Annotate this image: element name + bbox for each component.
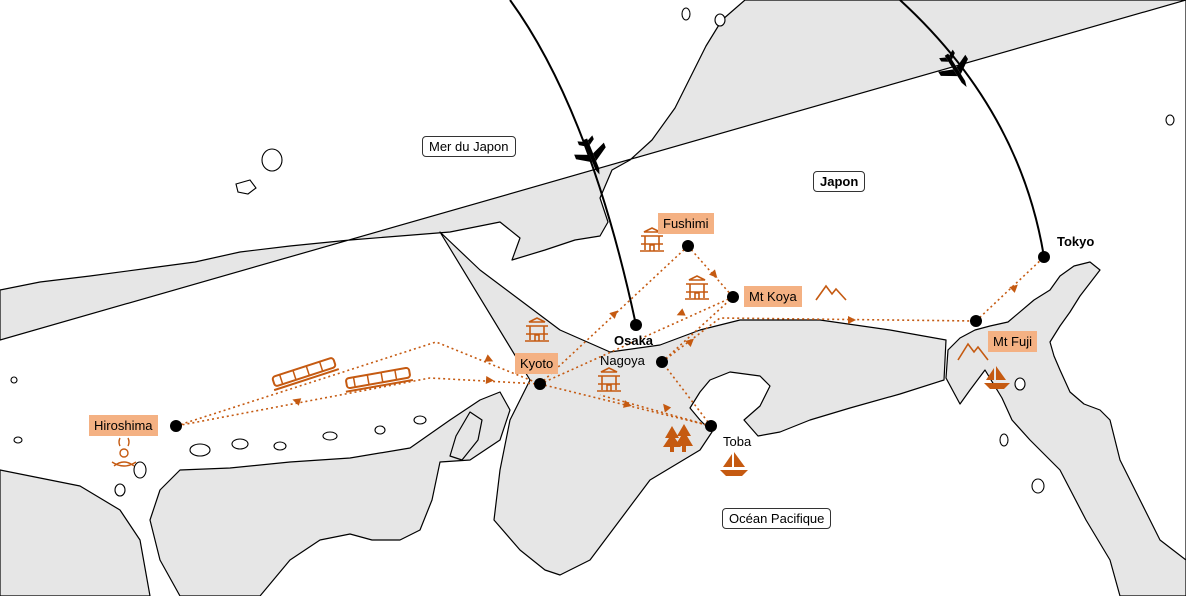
temple-icon (640, 227, 664, 252)
onsen-icon (111, 437, 137, 467)
boat-icon (720, 452, 748, 476)
city-dot-nagoya (656, 356, 668, 368)
arrow-marker (623, 400, 632, 408)
route-toba-nagoya (661, 361, 712, 427)
island (999, 433, 1009, 447)
airplane-icon (574, 135, 606, 175)
temple-icon (597, 367, 621, 392)
route-toba-koya (599, 394, 712, 427)
island (681, 7, 691, 21)
city-dot-hiroshima (170, 420, 182, 432)
temple-icon (685, 275, 709, 300)
city-label-toba: Toba (723, 434, 752, 449)
city-label-tokyo: Tokyo (1057, 234, 1095, 249)
arrow-marker (709, 269, 718, 278)
island (1165, 114, 1175, 126)
route-hiroshima-kyoto-a (175, 341, 541, 427)
arrow-marker (609, 310, 618, 319)
city-dot-toba (705, 420, 717, 432)
flight-path-osaka (509, 0, 637, 326)
airplane-icon (938, 49, 968, 87)
boat-icon (984, 366, 1010, 389)
island (261, 148, 283, 172)
city-label-osaka: Osaka (614, 333, 654, 348)
mountain-icon (957, 342, 989, 361)
city-label-fuji: Mt Fuji (988, 331, 1037, 352)
city-markers (170, 240, 1050, 432)
temple-icon (525, 317, 549, 342)
island (235, 179, 257, 195)
arrow-marker (292, 398, 302, 406)
city-dot-osaka (630, 319, 642, 331)
arrow-marker (663, 403, 672, 413)
route-nagoya-koya (661, 296, 734, 363)
island (714, 13, 726, 27)
arrow-marker (484, 354, 494, 362)
city-label-fushimi: Fushimi (658, 213, 714, 234)
arrow-marker (848, 316, 856, 324)
city-dot-tokyo (1038, 251, 1050, 263)
train-icon (345, 366, 414, 393)
shikoku-land (149, 391, 511, 596)
route-kyoto-hiroshima-b (175, 377, 541, 427)
city-dot-fuji (970, 315, 982, 327)
arrow-marker (485, 376, 494, 384)
route-koya-kyoto (539, 296, 734, 385)
city-dot-kyoto (534, 378, 546, 390)
flight-path-tokyo (899, 0, 1045, 258)
kii-peninsula (439, 231, 947, 576)
train-icon (271, 357, 340, 392)
arrow-marker (685, 338, 694, 347)
arrow-marker (1009, 284, 1018, 293)
city-label-nagoya: Nagoya (600, 353, 645, 368)
city-label-koya: Mt Koya (744, 286, 802, 307)
city-dot-koya (727, 291, 739, 303)
route-fushimi-koya (687, 245, 734, 298)
sea-label: Mer du Japon (422, 136, 516, 157)
country-label: Japon (813, 171, 866, 192)
city-label-kyoto: Kyoto (515, 353, 559, 374)
route-fuji-tokyo (975, 256, 1045, 322)
city-dot-fushimi (682, 240, 694, 252)
forest-icon (663, 424, 693, 452)
route-arrows (292, 269, 1018, 413)
city-label-hiroshima: Hiroshima (89, 415, 158, 436)
kyushu-land (0, 469, 151, 596)
island (1014, 377, 1026, 391)
inland-sea-islets (10, 376, 427, 497)
route-kyoto-toba (539, 383, 712, 427)
mountain-icon (815, 284, 847, 301)
ocean-label: Océan Pacifique (722, 508, 832, 529)
island (1031, 478, 1045, 494)
arrow-marker (676, 308, 686, 316)
awaji-island (449, 411, 483, 461)
